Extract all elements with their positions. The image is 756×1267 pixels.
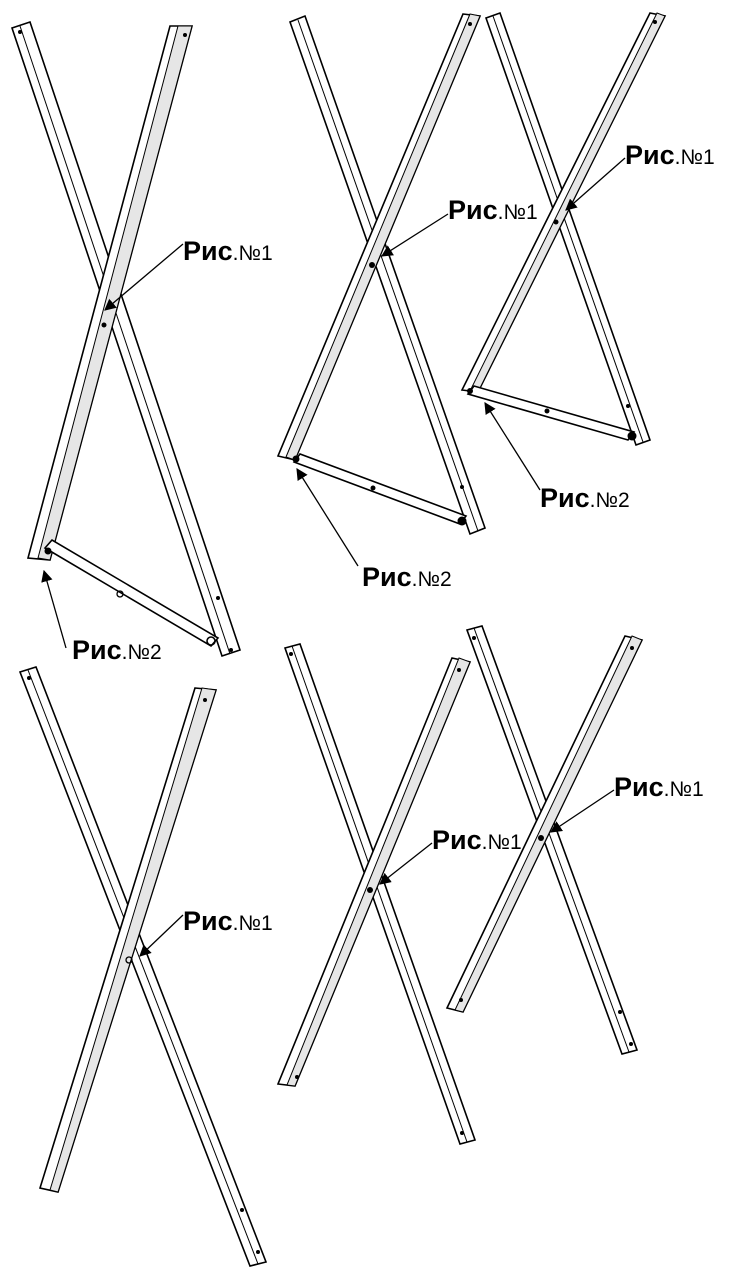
label-ris-6: Рис.№2 bbox=[540, 483, 630, 513]
callout-line-1 bbox=[104, 243, 184, 311]
cross-a bbox=[276, 643, 477, 1145]
label-ris-8: Рис.№1 bbox=[432, 825, 522, 855]
cross-legs-single: Рис.№1 bbox=[18, 666, 273, 1267]
assembled-frame-pair: Рис.№1 Рис.№2 Рис.№1 Рис.№2 bbox=[276, 11, 715, 592]
label-ris-4: Рис.№2 bbox=[362, 562, 452, 592]
cross-b bbox=[445, 625, 644, 1055]
callout-line-9 bbox=[550, 789, 615, 833]
callout-line-3 bbox=[381, 213, 449, 257]
label-ris-5: Рис.№1 bbox=[625, 140, 715, 170]
callout-line-6 bbox=[484, 402, 541, 491]
callout-line-4 bbox=[296, 468, 359, 567]
callout-line-2 bbox=[41, 569, 67, 649]
label-ris-1: Рис.№1 bbox=[183, 236, 273, 266]
label-ris-2: Рис.№2 bbox=[72, 635, 162, 665]
leg-bar-back bbox=[10, 20, 242, 658]
leg-bar-front bbox=[26, 25, 194, 561]
label-ris-3: Рис.№1 bbox=[448, 195, 538, 225]
assembled-frame-large: Рис.№1 Рис.№2 bbox=[10, 20, 273, 665]
callout-line-8 bbox=[379, 842, 433, 885]
label-ris-9: Рис.№1 bbox=[614, 772, 704, 802]
tie-bar bbox=[43, 538, 220, 648]
frame-a bbox=[276, 13, 487, 536]
label-ris-7: Рис.№1 bbox=[183, 906, 273, 936]
frame-b bbox=[460, 11, 667, 447]
cross-legs-pair: Рис.№1 Рис.№1 bbox=[276, 625, 704, 1145]
callout-line-5 bbox=[565, 157, 626, 211]
callout-line-7 bbox=[139, 914, 184, 957]
